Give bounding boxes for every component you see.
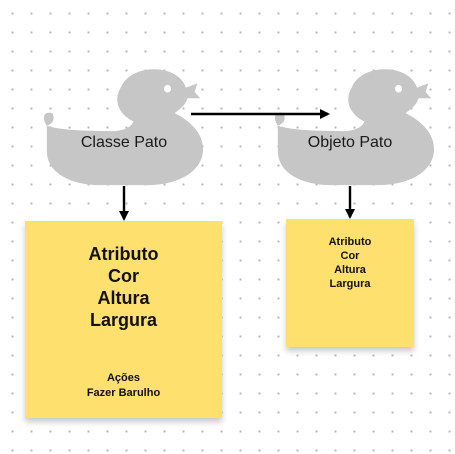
note-classe-action-fazer-barulho: Fazer Barulho xyxy=(86,387,161,399)
duck-classe-pato xyxy=(43,69,204,186)
duck-label-classe: Classe Pato xyxy=(81,134,167,151)
note-classe-attr-altura: Altura xyxy=(97,288,150,308)
note-classe-attributes: Atributo Cor Altura Largura xyxy=(25,243,222,331)
note-objeto-attr-largura: Largura xyxy=(329,278,371,290)
duck-label-objeto: Objeto Pato xyxy=(308,134,393,151)
duck-objeto-pato xyxy=(274,69,435,186)
note-classe-attr-cor: Cor xyxy=(108,266,139,286)
note-classe-actions-title: Ações xyxy=(106,372,141,384)
note-classe-actions: Ações Fazer Barulho xyxy=(25,371,222,401)
note-objeto-attr-title: Atributo xyxy=(328,236,372,248)
sticky-note-classe: Atributo Cor Altura Largura Ações Fazer … xyxy=(25,221,222,418)
note-classe-attr-largura: Largura xyxy=(89,310,158,330)
note-objeto-attr-altura: Altura xyxy=(334,264,366,276)
sticky-note-objeto: Atributo Cor Altura Largura xyxy=(286,219,414,347)
note-objeto-attributes: Atributo Cor Altura Largura xyxy=(286,235,414,291)
note-classe-attr-title: Atributo xyxy=(88,244,159,264)
note-objeto-attr-cor: Cor xyxy=(340,250,360,262)
